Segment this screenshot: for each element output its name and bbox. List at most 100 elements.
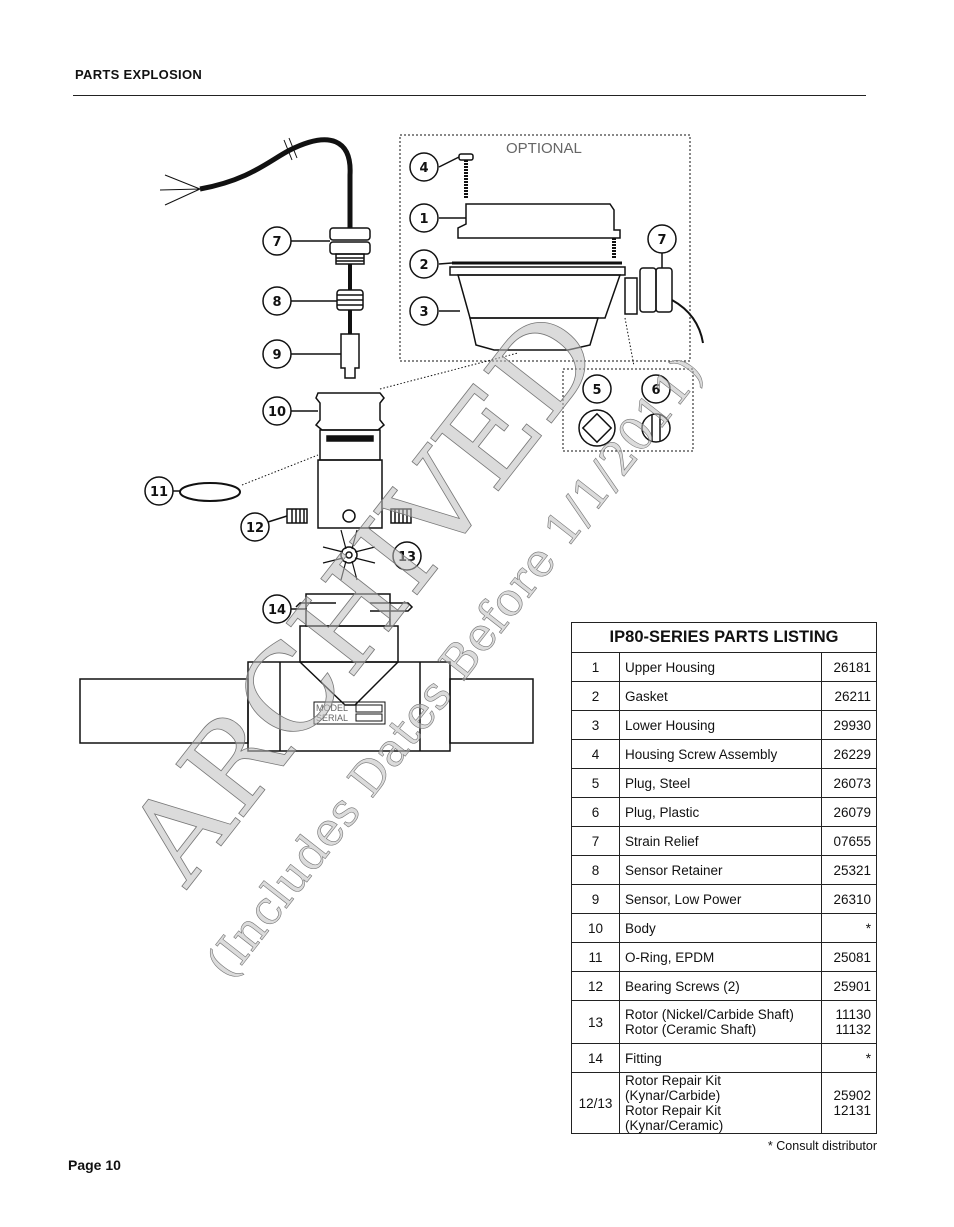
part-number-cell: 10 bbox=[571, 913, 620, 943]
part-description: O-Ring, EPDM bbox=[625, 949, 715, 965]
part-code-cell: 25321 bbox=[821, 855, 877, 885]
part-description-cell: Bearing Screws (2) bbox=[619, 971, 822, 1001]
part-number-cell: 9 bbox=[571, 884, 620, 914]
callout-1: 1 bbox=[419, 212, 428, 227]
part-number-cell: 3 bbox=[571, 710, 620, 740]
part-description-cell: Strain Relief bbox=[619, 826, 822, 856]
part-description: Fitting bbox=[625, 1050, 662, 1066]
part-code-cell: 26079 bbox=[821, 797, 877, 827]
part-code: 26211 bbox=[834, 688, 871, 704]
callout-6: 6 bbox=[651, 383, 660, 398]
part-description: Rotor Repair Kit (Kynar/Carbide) bbox=[625, 1073, 722, 1103]
part-code: 25902 bbox=[833, 1088, 871, 1103]
part-description: Gasket bbox=[625, 688, 668, 704]
part-number-cell: 2 bbox=[571, 681, 620, 711]
parts-table-title: IP80-SERIES PARTS LISTING bbox=[571, 622, 877, 653]
part-code: 26229 bbox=[833, 746, 871, 762]
table-row: 4 Housing Screw Assembly 26229 bbox=[571, 739, 877, 769]
callout-2: 2 bbox=[419, 258, 428, 273]
table-row: 7 Strain Relief 07655 bbox=[571, 826, 877, 856]
optional-box bbox=[399, 134, 691, 362]
callout-5: 5 bbox=[592, 383, 601, 398]
part-code-cell: 26181 bbox=[821, 652, 877, 682]
part-description: Strain Relief bbox=[625, 833, 699, 849]
fitting bbox=[79, 593, 534, 752]
part-code: * bbox=[865, 920, 871, 936]
housing-screw bbox=[458, 153, 474, 198]
part-description: Plug, Steel bbox=[625, 775, 691, 791]
part-code-cell: * bbox=[821, 913, 877, 943]
part-code: 26310 bbox=[833, 891, 871, 907]
part-description-cell: Upper Housing bbox=[619, 652, 822, 682]
strain-relief-left bbox=[329, 227, 371, 265]
callout-8: 8 bbox=[272, 295, 281, 310]
optional-label: OPTIONAL bbox=[506, 140, 582, 157]
callout-9: 9 bbox=[272, 348, 281, 363]
page-number: Page 10 bbox=[68, 1157, 121, 1173]
part-description-cell: Sensor Retainer bbox=[619, 855, 822, 885]
plug-steel bbox=[578, 409, 616, 447]
section-title: PARTS EXPLOSION bbox=[75, 67, 203, 82]
callout-14: 14 bbox=[268, 603, 286, 618]
part-code: * bbox=[865, 1050, 871, 1066]
part-description: Rotor (Nickel/Carbide Shaft) bbox=[625, 1007, 794, 1022]
part-code: 26181 bbox=[833, 659, 871, 675]
part-code-cell: * bbox=[821, 1043, 877, 1073]
strain-relief-right bbox=[624, 267, 704, 344]
table-footnote: * Consult distributor bbox=[767, 1139, 877, 1153]
part-number-cell: 8 bbox=[571, 855, 620, 885]
upper-housing bbox=[457, 203, 621, 258]
callout-12: 12 bbox=[246, 521, 264, 536]
callout-7-left: 7 bbox=[272, 235, 281, 250]
part-description-cell: Housing Screw Assembly bbox=[619, 739, 822, 769]
lower-housing bbox=[449, 266, 626, 351]
sensor bbox=[340, 333, 360, 379]
callout-4: 4 bbox=[419, 161, 428, 176]
table-row: 5 Plug, Steel 26073 bbox=[571, 768, 877, 798]
part-description: Rotor Repair Kit (Kynar/Ceramic) bbox=[625, 1103, 724, 1133]
part-number-cell: 7 bbox=[571, 826, 620, 856]
part-description: Plug, Plastic bbox=[625, 804, 700, 820]
model-label: MODEL bbox=[316, 703, 348, 713]
plug-plastic bbox=[641, 413, 671, 443]
part-description-cell: Rotor (Nickel/Carbide Shaft)Rotor (Ceram… bbox=[619, 1000, 822, 1044]
part-code: 25321 bbox=[833, 862, 871, 878]
part-description-cell: Plug, Plastic bbox=[619, 797, 822, 827]
part-code-cell: 29930 bbox=[821, 710, 877, 740]
part-code-cell: 26211 bbox=[821, 681, 877, 711]
part-code-cell: 07655 bbox=[821, 826, 877, 856]
part-code: 25901 bbox=[833, 978, 871, 994]
part-description: Housing Screw Assembly bbox=[625, 746, 778, 762]
meter-body bbox=[314, 392, 386, 529]
part-code: 26073 bbox=[833, 775, 871, 791]
part-code: 25081 bbox=[833, 949, 871, 965]
part-number-cell: 14 bbox=[571, 1043, 620, 1073]
part-code-cell: 26310 bbox=[821, 884, 877, 914]
sensor-cable bbox=[199, 137, 353, 228]
part-description-cell: Sensor, Low Power bbox=[619, 884, 822, 914]
part-code: 26079 bbox=[833, 804, 871, 820]
part-code-cell: 25901 bbox=[821, 971, 877, 1001]
part-number-cell: 5 bbox=[571, 768, 620, 798]
plug-box bbox=[562, 368, 694, 452]
sensor-retainer bbox=[336, 289, 364, 311]
callouts bbox=[144, 152, 677, 624]
part-number-cell: 4 bbox=[571, 739, 620, 769]
part-description-cell: Rotor Repair Kit (Kynar/Carbide)Rotor Re… bbox=[619, 1072, 822, 1134]
part-code-cell: 25081 bbox=[821, 942, 877, 972]
rotor bbox=[322, 529, 376, 581]
part-description: Upper Housing bbox=[625, 659, 716, 675]
callout-3: 3 bbox=[419, 305, 428, 320]
o-ring bbox=[179, 482, 241, 502]
